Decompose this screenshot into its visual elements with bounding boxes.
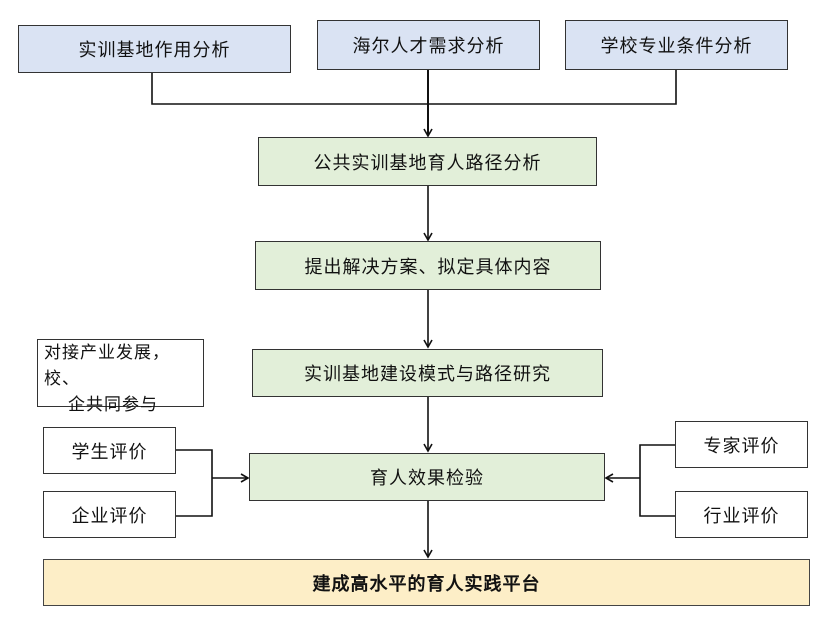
final-goal-box: 建成高水平的育人实践平台 <box>43 559 810 606</box>
eval-label-expert: 专家评价 <box>703 435 780 457</box>
connector-top-merge <box>151 69 677 105</box>
analysis-box-school-conditions: 学校专业条件分析 <box>565 20 788 70</box>
analysis-label-base-role: 实训基地作用分析 <box>78 40 231 61</box>
final-goal-label: 建成高水平的育人实践平台 <box>312 573 541 595</box>
eval-label-student: 学生评价 <box>71 441 148 463</box>
eval-label-industry: 行业评价 <box>703 505 780 527</box>
connector-left-bracket <box>176 449 213 517</box>
note-line-2: 企共同参与 <box>68 395 158 415</box>
note-line-1: 对接产业发展，校、 <box>44 343 170 389</box>
eval-box-industry: 行业评价 <box>675 491 808 538</box>
analysis-box-base-role: 实训基地作用分析 <box>18 25 291 73</box>
analysis-label-school-conditions: 学校专业条件分析 <box>600 36 753 57</box>
analysis-label-talent-demand: 海尔人才需求分析 <box>352 36 505 57</box>
step-label-1: 公共实训基地育人路径分析 <box>313 152 542 174</box>
step-box-3: 实训基地建设模式与路径研究 <box>252 349 603 397</box>
step-label-3: 实训基地建设模式与路径研究 <box>304 364 551 385</box>
connector-right-bracket <box>639 444 675 517</box>
step-label-4: 育人效果检验 <box>370 468 484 489</box>
eval-label-enterprise: 企业评价 <box>71 505 148 527</box>
eval-box-expert: 专家评价 <box>675 421 808 468</box>
eval-box-student: 学生评价 <box>43 427 176 474</box>
note-box: 对接产业发展，校、 企共同参与 <box>37 339 204 415</box>
step-box-2: 提出解决方案、拟定具体内容 <box>255 241 601 290</box>
step-box-1: 公共实训基地育人路径分析 <box>258 137 597 186</box>
step-box-4: 育人效果检验 <box>249 453 605 501</box>
analysis-box-talent-demand: 海尔人才需求分析 <box>317 20 540 70</box>
step-label-2: 提出解决方案、拟定具体内容 <box>304 256 552 278</box>
eval-box-enterprise: 企业评价 <box>43 491 176 538</box>
